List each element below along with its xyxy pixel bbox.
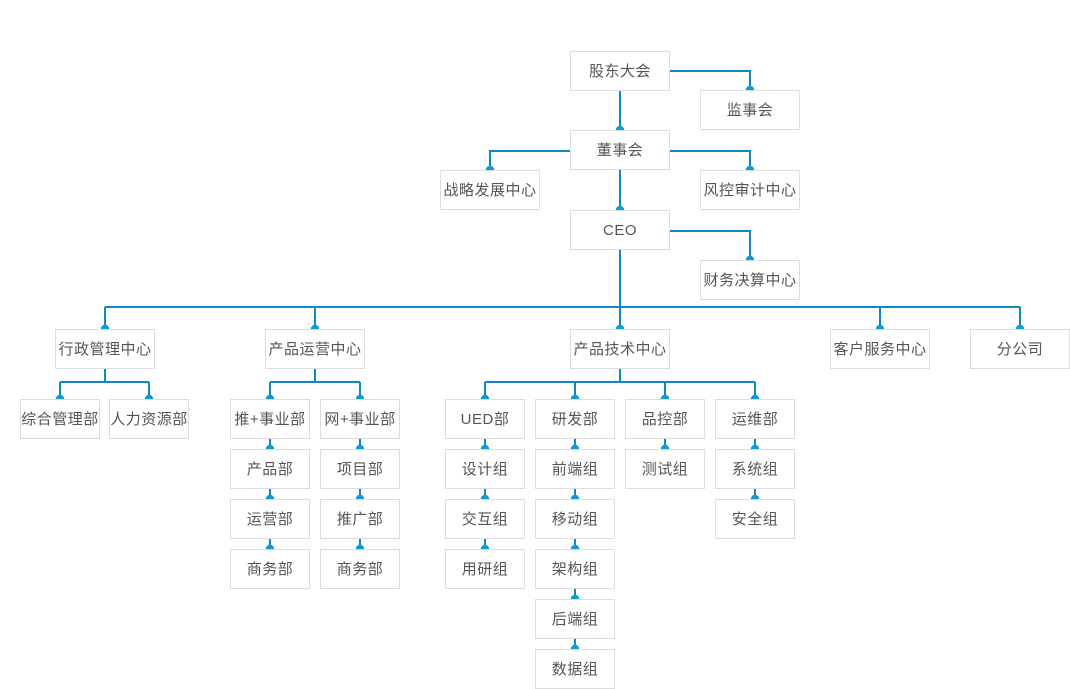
org-node-product-ops[interactable]: 产品运营中心 <box>265 329 365 369</box>
org-node-customer-service[interactable]: 客户服务中心 <box>830 329 930 369</box>
org-node-mobile-group[interactable]: 移动组 <box>535 499 615 539</box>
org-node-label-promotion-dept: 推广部 <box>336 510 384 528</box>
org-node-label-arch-group: 架构组 <box>551 560 599 578</box>
org-node-ued-dept[interactable]: UED部 <box>445 399 525 439</box>
org-node-test-group[interactable]: 测试组 <box>625 449 705 489</box>
org-node-label-supervisors: 监事会 <box>726 101 774 119</box>
org-node-label-wang-bu: 网+事业部 <box>324 410 396 428</box>
org-node-wang-bu[interactable]: 网+事业部 <box>320 399 400 439</box>
org-node-label-backend-group: 后端组 <box>551 610 599 628</box>
org-node-label-risk-audit-center: 风控审计中心 <box>703 181 797 199</box>
org-node-risk-audit-center[interactable]: 风控审计中心 <box>700 170 800 210</box>
org-node-label-admin-center: 行政管理中心 <box>58 340 152 358</box>
org-node-label-design-group: 设计组 <box>461 460 509 478</box>
org-node-general-admin[interactable]: 综合管理部 <box>20 399 100 439</box>
org-node-label-research-group: 用研组 <box>461 560 509 578</box>
org-node-shareholders[interactable]: 股东大会 <box>570 51 670 91</box>
org-node-business-dept-1[interactable]: 商务部 <box>230 549 310 589</box>
org-node-hr-dept[interactable]: 人力资源部 <box>109 399 189 439</box>
org-node-label-rd-dept: 研发部 <box>551 410 599 428</box>
org-node-branch-company[interactable]: 分公司 <box>970 329 1070 369</box>
org-node-label-business-dept-1: 商务部 <box>246 560 294 578</box>
org-node-label-general-admin: 综合管理部 <box>21 410 99 428</box>
org-node-ceo[interactable]: CEO <box>570 210 670 250</box>
org-node-supervisors[interactable]: 监事会 <box>700 90 800 130</box>
org-node-label-security-group: 安全组 <box>731 510 779 528</box>
org-node-label-interaction-group: 交互组 <box>461 510 509 528</box>
org-node-label-ops-dept: 运维部 <box>731 410 779 428</box>
org-node-label-data-group: 数据组 <box>551 660 599 678</box>
org-node-label-ued-dept: UED部 <box>460 410 510 428</box>
org-node-label-strategy-center: 战略发展中心 <box>443 181 537 199</box>
org-node-promotion-dept[interactable]: 推广部 <box>320 499 400 539</box>
org-node-finance-center[interactable]: 财务决算中心 <box>700 260 800 300</box>
org-node-label-mobile-group: 移动组 <box>551 510 599 528</box>
org-node-security-group[interactable]: 安全组 <box>715 499 795 539</box>
org-node-admin-center[interactable]: 行政管理中心 <box>55 329 155 369</box>
org-node-label-operation-dept: 运营部 <box>246 510 294 528</box>
org-node-label-tui-bu: 推+事业部 <box>234 410 306 428</box>
org-node-project-dept[interactable]: 项目部 <box>320 449 400 489</box>
org-node-backend-group[interactable]: 后端组 <box>535 599 615 639</box>
org-node-frontend-group[interactable]: 前端组 <box>535 449 615 489</box>
org-node-label-board: 董事会 <box>596 141 644 159</box>
org-node-label-customer-service: 客户服务中心 <box>833 340 927 358</box>
org-node-business-dept-2[interactable]: 商务部 <box>320 549 400 589</box>
org-node-tech-center[interactable]: 产品技术中心 <box>570 329 670 369</box>
org-node-operation-dept[interactable]: 运营部 <box>230 499 310 539</box>
org-node-ops-dept[interactable]: 运维部 <box>715 399 795 439</box>
org-node-strategy-center[interactable]: 战略发展中心 <box>440 170 540 210</box>
org-node-label-frontend-group: 前端组 <box>551 460 599 478</box>
org-node-label-product-ops: 产品运营中心 <box>268 340 362 358</box>
org-node-label-finance-center: 财务决算中心 <box>703 271 797 289</box>
org-node-label-system-group: 系统组 <box>731 460 779 478</box>
org-node-label-product-dept: 产品部 <box>246 460 294 478</box>
org-node-design-group[interactable]: 设计组 <box>445 449 525 489</box>
org-node-board[interactable]: 董事会 <box>570 130 670 170</box>
org-node-label-hr-dept: 人力资源部 <box>110 410 188 428</box>
org-node-tui-bu[interactable]: 推+事业部 <box>230 399 310 439</box>
org-node-interaction-group[interactable]: 交互组 <box>445 499 525 539</box>
org-node-rd-dept[interactable]: 研发部 <box>535 399 615 439</box>
org-node-system-group[interactable]: 系统组 <box>715 449 795 489</box>
org-node-data-group[interactable]: 数据组 <box>535 649 615 689</box>
org-node-label-branch-company: 分公司 <box>996 340 1044 358</box>
org-node-research-group[interactable]: 用研组 <box>445 549 525 589</box>
org-node-label-ceo: CEO <box>602 221 637 239</box>
org-node-label-business-dept-2: 商务部 <box>336 560 384 578</box>
org-node-label-qa-dept: 品控部 <box>641 410 689 428</box>
org-node-label-tech-center: 产品技术中心 <box>573 340 667 358</box>
org-node-label-project-dept: 项目部 <box>336 460 384 478</box>
org-node-qa-dept[interactable]: 品控部 <box>625 399 705 439</box>
org-node-product-dept[interactable]: 产品部 <box>230 449 310 489</box>
org-node-arch-group[interactable]: 架构组 <box>535 549 615 589</box>
org-node-label-shareholders: 股东大会 <box>588 62 651 80</box>
org-node-label-test-group: 测试组 <box>641 460 689 478</box>
